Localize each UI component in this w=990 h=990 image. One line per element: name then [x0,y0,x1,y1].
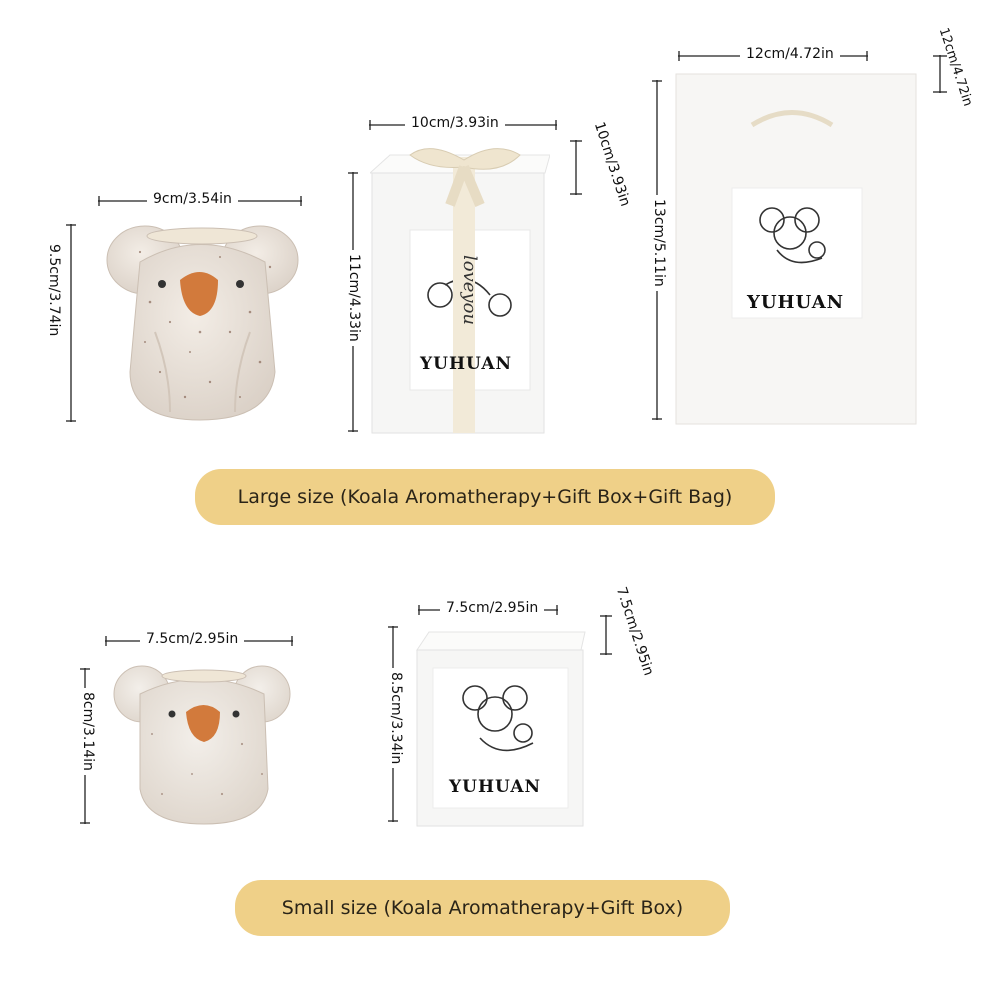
small-box-depth-dimension-line [600,615,612,655]
box-depth-dimension-line [570,140,582,195]
large-koala-height-label: 9.5cm/3.74in [46,240,62,341]
gift-bag-image: YUHUAN [675,73,917,425]
bag-depth-dimension-line [933,55,947,93]
small-koala-height-label: 8cm/3.14in [80,688,96,775]
large-gift-box-image: loveyou YUHUAN [370,148,550,434]
bag-height-label: 13cm/5.11in [651,195,667,291]
small-koala-width-label: 7.5cm/2.95in [140,631,245,647]
small-koala-candle-image [113,665,291,825]
large-box-brand-text: YUHUAN [419,354,512,374]
large-koala-width-label: 9cm/3.54in [147,191,238,207]
small-gift-box-image: YUHUAN [416,631,586,827]
large-box-height-label: 11cm/4.33in [346,250,362,346]
bag-width-label: 12cm/4.72in [740,46,840,62]
koala-height-dimension-line [66,224,76,422]
small-box-brand-text: YUHUAN [448,777,541,797]
ribbon-text: loveyou [459,255,480,325]
small-box-width-label: 7.5cm/2.95in [440,600,545,616]
large-box-depth-label: 10cm/3.93in [590,120,634,209]
small-box-height-label: 8.5cm/3.34in [388,668,404,769]
large-koala-candle-image [106,225,299,421]
bag-brand-text: YUHUAN [746,292,844,313]
large-size-banner: Large size (Koala Aromatherapy+Gift Box+… [195,469,775,525]
small-box-depth-label: 7.5cm/2.95in [612,585,657,678]
large-box-width-label: 10cm/3.93in [405,115,505,131]
small-size-banner: Small size (Koala Aromatherapy+Gift Box) [235,880,730,936]
